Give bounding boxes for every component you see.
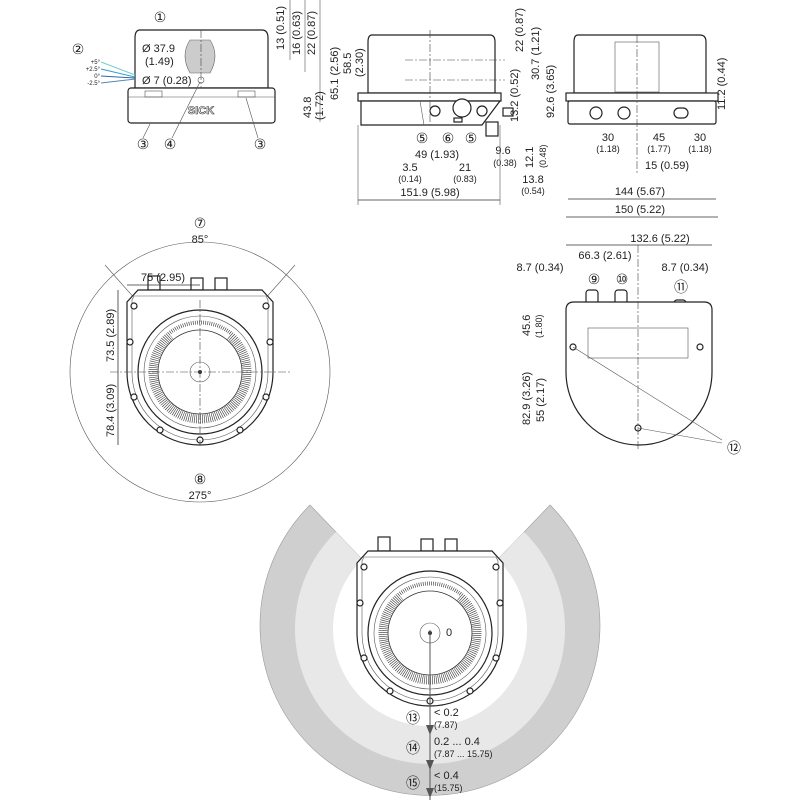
angle-label: +2.5°: [86, 67, 101, 73]
dim-55: 55 (2.17): [535, 378, 547, 422]
dim-132-6: 132.6 (5.22): [630, 233, 689, 245]
zone2-label: 0.2 ... 0.4: [434, 736, 480, 748]
rear-view: 11.2 (0.44) 30 (1.18) 45 (1.77) 30 (1.18…: [565, 34, 728, 218]
angle-label: 0°: [94, 74, 100, 80]
dim-8-7a: 8.7 (0.34): [516, 262, 563, 274]
dim-30a: 30: [602, 132, 614, 144]
dim-58-5: 58.5: [342, 53, 354, 74]
dim-30-7: 30.7 (1.21): [530, 27, 542, 80]
origin-label: 0: [446, 627, 452, 639]
dim-45: 45: [653, 132, 665, 144]
dim-13-2: 13.2 (0.52): [509, 69, 521, 122]
dim-144: 144 (5.67): [615, 186, 665, 198]
callout-1: ①: [154, 10, 167, 26]
angle-label: -2.5°: [87, 81, 100, 87]
zone3-label-in: (15.75): [434, 783, 463, 793]
zone2-label-in: (7.87 ... 15.75): [434, 749, 493, 759]
dim-82-9: 82.9 (3.26): [521, 372, 533, 425]
dim-window-diameter-in: (1.49): [145, 56, 174, 68]
dim-3-5: 3.5: [402, 162, 417, 174]
dim-92-6: 92.6 (3.65): [545, 65, 557, 118]
dim-22: 22 (0.87): [306, 11, 318, 55]
callout-7: ⑦: [194, 216, 207, 232]
callout-5: ⑤: [465, 131, 478, 147]
dim-12-1: 12.1: [524, 147, 536, 168]
side-view: 58.5 (2.30) 22 (0.87) 30.7 (1.21) 92.6 (…: [342, 8, 557, 205]
dim-58-5-in: (2.30): [354, 48, 366, 77]
callout-14: ⑭: [406, 741, 420, 757]
top-view: ⑦ 85° ⑧ 275° 75 (2.95) 73.5 (2.89) 78.4 …: [69, 216, 331, 503]
dim-9-6-in: (0.38): [493, 158, 517, 168]
dim-21: 21: [459, 162, 471, 174]
dim-8-7b: 8.7 (0.34): [661, 262, 708, 274]
dim-45-in: (1.77): [647, 144, 671, 154]
dim-43-8-in: (1.72): [314, 91, 326, 120]
front-view: +5° +2.5° 0° -2.5° SICK Ø 37.9 (1.49) Ø …: [72, 0, 341, 153]
dim-30b: 30: [694, 132, 706, 144]
dim-13-8: 13.8: [522, 174, 543, 186]
sick-logo: SICK: [188, 105, 214, 117]
dim-45-6: 45.6: [521, 315, 533, 336]
callout-12: ⑫: [727, 441, 741, 457]
callout-8: ⑧: [194, 472, 207, 488]
callout-4: ④: [164, 137, 177, 153]
dim-3-5-in: (0.14): [398, 174, 422, 184]
angle-85: 85°: [192, 234, 209, 246]
angle-label: +5°: [91, 60, 101, 66]
dim-16: 16 (0.63): [291, 11, 303, 55]
dim-22: 22 (0.87): [514, 8, 526, 52]
dim-73-5: 73.5 (2.89): [105, 309, 117, 362]
dim-9-6: 9.6: [495, 145, 510, 157]
dim-12-1-in: (0.48): [538, 144, 548, 168]
callout-13: ⑬: [406, 711, 420, 727]
dim-45-6-in: (1.80): [534, 314, 544, 338]
callout-11: ⑪: [674, 280, 688, 296]
dim-13: 13 (0.51): [275, 6, 287, 50]
dim-small-diameter: Ø 7 (0.28): [142, 75, 192, 87]
dim-21-in: (0.83): [453, 174, 477, 184]
dim-13-8-in: (0.54): [521, 186, 545, 196]
dim-49: 49 (1.93): [415, 149, 459, 161]
callout-5: ⑤: [416, 131, 429, 147]
dim-43-8: 43.8: [302, 97, 314, 118]
dim-15: 15 (0.59): [645, 160, 689, 172]
field-view: 0 ⑬ < 0.2 (7.87) ⑭ 0.2 ... 0.4 (7.87 ...…: [259, 504, 601, 800]
zone1-label-in: (7.87): [434, 720, 458, 730]
dim-65-1: 65.1 (2.56): [329, 47, 341, 100]
zone3-label: < 0.4: [434, 770, 459, 782]
callout-2: ②: [72, 42, 85, 58]
dim-75: 75 (2.95): [141, 272, 185, 284]
angle-275: 275°: [189, 490, 212, 502]
dim-78-4: 78.4 (3.09): [105, 384, 117, 437]
callout-9: ⑨: [588, 272, 601, 288]
bottom-view: 132.6 (5.22) 66.3 (2.61) 8.7 (0.34) 8.7 …: [516, 233, 741, 457]
dim-66-3: 66.3 (2.61): [578, 250, 631, 262]
callout-6: ⑥: [442, 131, 455, 147]
dim-window-diameter: Ø 37.9: [142, 43, 175, 55]
dim-151-9: 151.9 (5.98): [400, 187, 459, 199]
callout-3: ③: [254, 137, 267, 153]
dim-30a-in: (1.18): [596, 144, 620, 154]
dim-11-2: 11.2 (0.44): [716, 58, 728, 110]
zone1-label: < 0.2: [434, 707, 459, 719]
callout-10: ⑩: [616, 272, 629, 288]
dim-150: 150 (5.22): [615, 204, 665, 216]
callout-15: ⑮: [406, 776, 420, 792]
callout-3: ③: [137, 137, 150, 153]
dim-30b-in: (1.18): [688, 144, 712, 154]
